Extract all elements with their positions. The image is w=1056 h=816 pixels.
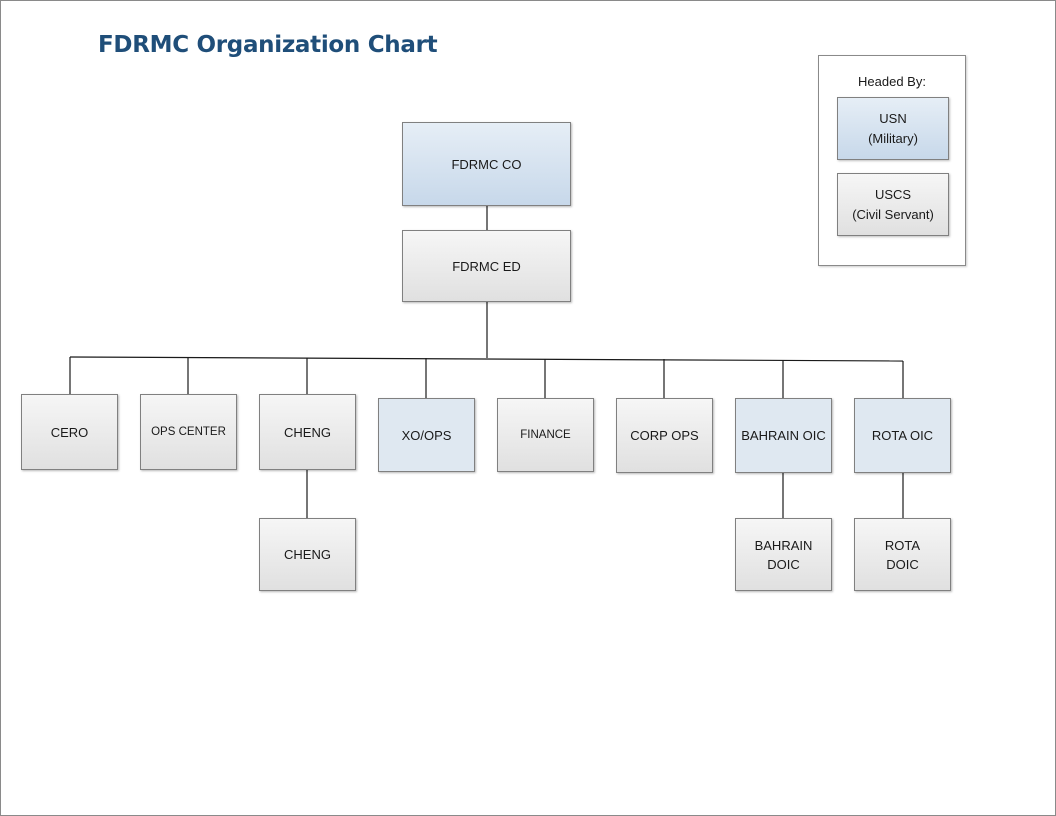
legend-usn-label: USN [879,110,907,126]
node-label: BAHRAIN OIC [741,428,826,443]
node-rota-oic: ROTA OIC [854,398,951,473]
legend-usn-sublabel: (Military) [868,130,918,146]
node-xo-ops: XO/OPS [378,398,475,472]
legend-uscs-swatch: USCS (Civil Servant) [837,173,949,236]
node-label: FDRMC CO [451,156,522,172]
legend: Headed By: USN (Military) USCS (Civil Se… [818,55,966,266]
node-corp-ops: CORP OPS [616,398,713,473]
node-ops-center: OPS CENTER [140,394,237,470]
node-label-line1: ROTA [884,537,921,553]
node-bahrain-oic: BAHRAIN OIC [735,398,832,473]
node-label: CHENG [284,424,331,440]
legend-uscs-label: USCS [874,186,912,202]
node-label: CORP OPS [630,428,699,443]
node-rota-doic: ROTA DOIC [854,518,951,591]
node-label: CHENG [284,547,331,562]
node-label: CERO [50,424,89,440]
legend-uscs-sublabel: (Civil Servant) [852,206,934,222]
node-label: FDRMC ED [452,258,521,274]
node-label: FINANCE [520,428,571,441]
node-label: OPS CENTER [151,425,226,438]
node-bahrain-doic: BAHRAIN DOIC [735,518,832,591]
legend-usn-swatch: USN (Military) [837,97,949,160]
node-fdrmc-co: FDRMC CO [402,122,571,206]
node-cero: CERO [21,394,118,470]
node-cheng: CHENG [259,394,356,470]
node-label: ROTA OIC [871,428,934,443]
node-fdrmc-ed: FDRMC ED [402,230,571,302]
node-finance: FINANCE [497,398,594,472]
node-label: XO/OPS [401,427,452,443]
page-title: FDRMC Organization Chart [98,32,438,58]
node-label-line2: DOIC [767,556,800,572]
legend-title: Headed By: [858,74,926,89]
node-label-line1: BAHRAIN [754,537,813,553]
node-cheng-sub: CHENG [259,518,356,591]
node-label-line2: DOIC [886,556,919,572]
